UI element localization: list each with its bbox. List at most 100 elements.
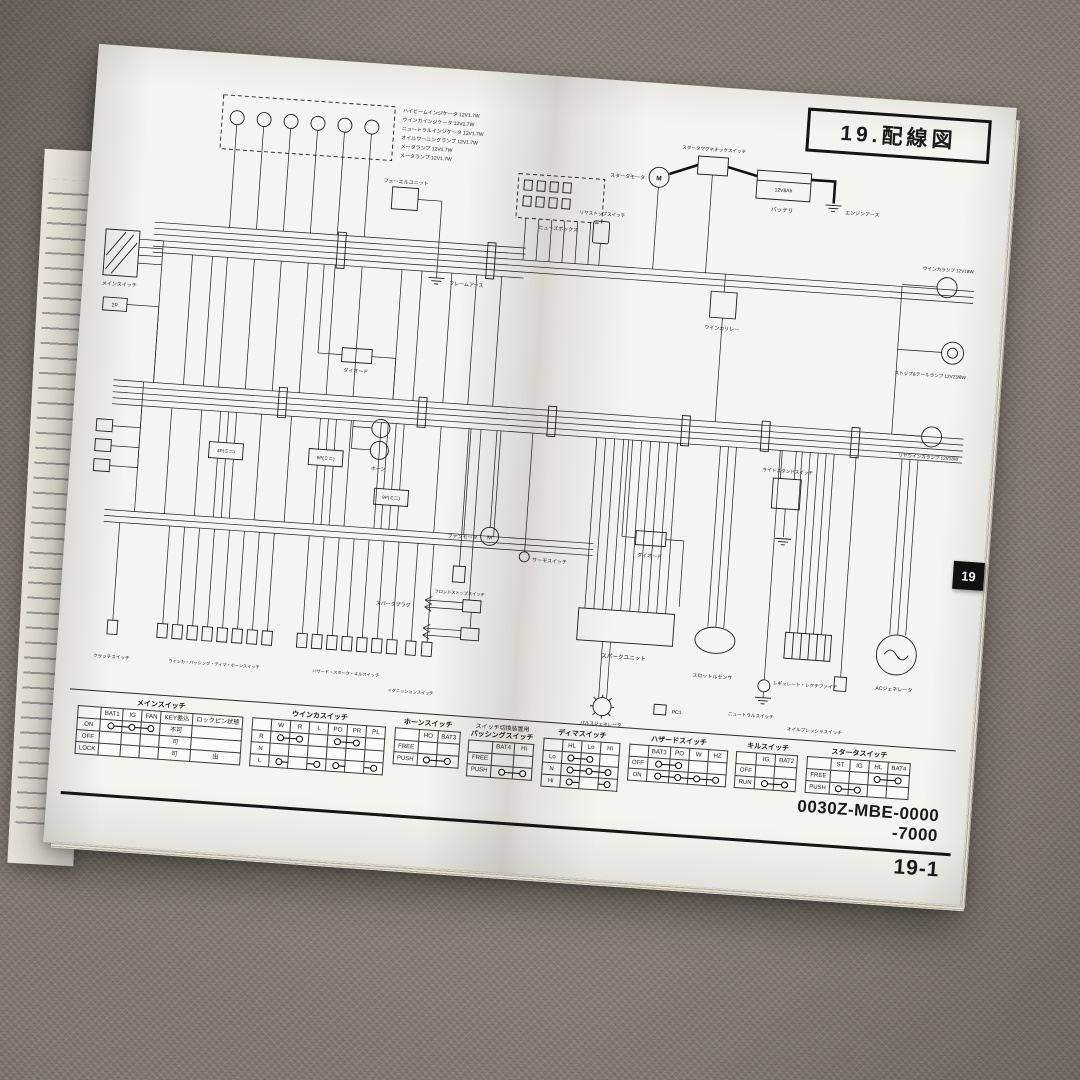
table-cell: ON xyxy=(627,768,647,782)
component-label: リヤウインカランプ 12V18W xyxy=(898,452,959,463)
lamp-legend-line: メータランプ 12V1.7W xyxy=(400,152,452,163)
diode-box-right xyxy=(634,530,667,548)
table-cell xyxy=(773,778,797,793)
table-cell xyxy=(646,769,669,784)
bulb-icon xyxy=(229,110,245,126)
component-label: ホーン xyxy=(370,466,385,473)
table-cell xyxy=(306,758,327,772)
component-label: ウインカランプ 12V18W xyxy=(923,265,975,276)
table-cell xyxy=(327,735,348,749)
component-label: オイルプレッシャスイッチ xyxy=(787,727,843,737)
component-label: サイドスタンドスイッチ xyxy=(762,466,813,477)
table-cell: 出 xyxy=(189,749,241,766)
component-label: PC1 xyxy=(672,709,682,716)
ignition-coil-box xyxy=(461,599,482,614)
component-label: レギュレート・レクチファイア xyxy=(773,680,838,690)
component-label: ストップ&テールランプ 12V23/8W xyxy=(894,370,966,381)
table-cell: RUN xyxy=(734,775,756,790)
component-label: エンジンアース xyxy=(845,210,880,218)
connector-label: 6P(ミニ) xyxy=(317,455,336,461)
chapter-index-tab: 19 xyxy=(952,560,985,591)
bulb-icon xyxy=(283,114,299,129)
component-label: スタータマグネチックスイッチ xyxy=(682,144,747,155)
motor-m-label: M xyxy=(487,535,492,541)
component-label: バッテリ xyxy=(771,206,794,215)
table-cell xyxy=(363,762,384,776)
lamp-legend: ハイビームインジケータ 12V1.7W ウインカインジケータ 12V1.7W ニ… xyxy=(400,107,484,163)
connector-label: 4P(ミニ) xyxy=(217,448,236,454)
table-cell xyxy=(686,772,707,786)
table-cell xyxy=(416,753,437,768)
table-cell: PUSH xyxy=(393,752,418,766)
component-label: イグニッションスイッチ xyxy=(387,687,433,697)
rear-winker-lamp-icon xyxy=(921,426,943,448)
chapter-title: 19.配線図 xyxy=(839,121,958,153)
table-cell xyxy=(289,732,310,747)
table-cell xyxy=(98,743,122,757)
fuel-unit-box xyxy=(390,186,420,211)
component-label: ACジェネレータ xyxy=(875,685,912,695)
table-cell xyxy=(121,721,142,735)
thermo-switch-icon xyxy=(518,551,530,563)
table-cell xyxy=(325,759,346,773)
connector-9p xyxy=(373,487,410,508)
component-label: フレームアース xyxy=(449,281,484,289)
page-number: 19-1 xyxy=(892,855,941,882)
table-cell xyxy=(268,755,289,769)
main-switch-box xyxy=(102,228,141,278)
pulse-generator-icon xyxy=(592,697,612,717)
battery-cables xyxy=(668,163,837,204)
table-cell: LOCK xyxy=(74,741,100,756)
winker-lamp-icon xyxy=(936,277,958,299)
table-cell xyxy=(578,777,599,791)
table-cell xyxy=(886,774,910,789)
connector-label: 2P xyxy=(112,302,119,308)
bulb-icon xyxy=(337,117,353,133)
table-cell xyxy=(597,778,618,792)
battery-box xyxy=(755,169,813,203)
stop-tail-lamp-icon xyxy=(941,341,964,365)
ignition-coil-box xyxy=(459,627,480,642)
component-label: ウインカ・パッシング・ディマ・ホーンスイッチ xyxy=(168,657,260,670)
table-cell xyxy=(435,755,459,769)
starter-motor-icon xyxy=(648,166,670,188)
component-label: ファンモータ xyxy=(447,532,477,541)
component-labels: メインスイッチ フューエルユニット フレームアース ヒューズボックス スタータモ… xyxy=(93,144,975,737)
table-cell xyxy=(866,785,887,799)
table-cell xyxy=(140,722,161,736)
wire-buses xyxy=(103,124,974,698)
table-cell xyxy=(867,773,888,787)
open-manual-spread: 19.配線図 xyxy=(43,43,1020,912)
component-label: ヒューズボックス xyxy=(538,224,578,234)
component-label: パルスジェネレータ xyxy=(580,719,622,729)
component-label: ニュートラルスイッチ xyxy=(728,711,775,720)
connector-6p xyxy=(307,448,344,468)
wiring-diagram: ハイビームインジケータ 12V1.7W ウインカインジケータ 12V1.7W ニ… xyxy=(93,94,975,737)
fuse-box-outline xyxy=(515,173,606,224)
page-stack-bottom-edge xyxy=(50,841,965,912)
component-label: ウインカリレー xyxy=(704,324,739,333)
table-cell xyxy=(705,773,726,788)
component-label: リヤストップスイッチ xyxy=(579,210,626,219)
table-cell xyxy=(559,775,580,790)
throttle-sensor-icon xyxy=(694,626,736,654)
table-cell xyxy=(668,771,688,785)
fan-motor-icon xyxy=(480,526,500,546)
table-cell xyxy=(99,719,123,734)
table-cell: PUSH xyxy=(805,780,830,795)
ground-symbols xyxy=(428,204,842,705)
connector-4p xyxy=(207,441,244,461)
